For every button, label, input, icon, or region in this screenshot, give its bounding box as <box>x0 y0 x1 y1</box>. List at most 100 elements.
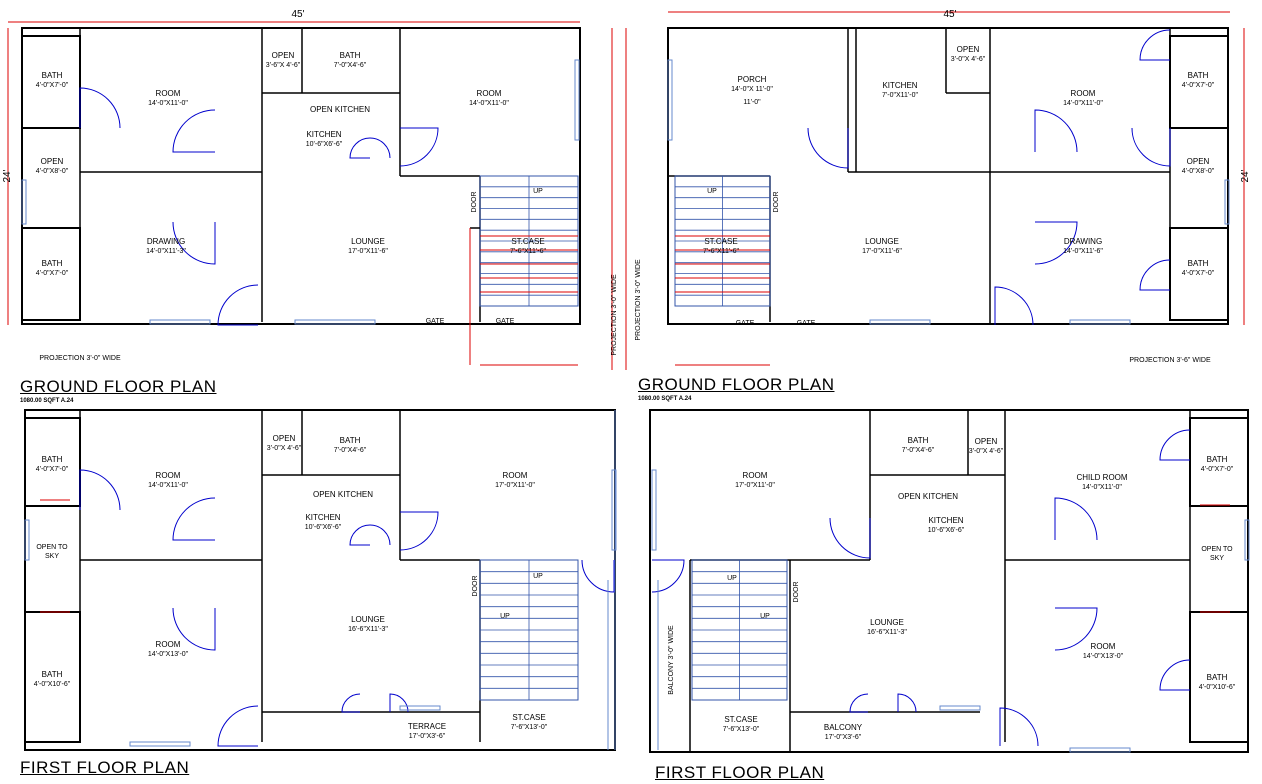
room-p4-bath2-dim: 4'-0"X7'-0" <box>1201 466 1234 473</box>
room-p3-lounge-name: LOUNGE <box>351 615 385 624</box>
window <box>1069 319 1131 325</box>
door-swing-icon <box>829 517 871 559</box>
room-p3-room3-dim: 14'-0"X13'-0" <box>148 651 189 658</box>
room-p1-open2-name: OPEN <box>41 157 64 166</box>
door-swing-icon <box>581 559 615 593</box>
room-p3-open-kitchen: OPEN KITCHEN <box>313 490 373 499</box>
room-p2-open-name: OPEN <box>957 45 980 54</box>
room-p4-open-kitchen: OPEN KITCHEN <box>898 492 958 501</box>
door-swing-icon <box>897 693 917 713</box>
door-swing-icon <box>172 109 216 153</box>
room-p2-lounge-dim: 17'-0"X11'-6" <box>862 248 902 255</box>
room-p4-open-dim: 3'-0"X 4'-6" <box>969 448 1004 455</box>
room-p4-open-sky2: SKY <box>1210 555 1224 562</box>
door-swing-icon <box>807 127 849 169</box>
gate-label: GATE <box>736 320 755 327</box>
stair-up-label: UP <box>760 613 770 620</box>
plan-area-ground-1: 1080.00 SQFT A.24 <box>20 398 74 404</box>
room-p3-bath1-name: BATH <box>42 455 63 464</box>
room-p4-stcase-name: ST.CASE <box>724 715 757 724</box>
window <box>574 59 580 141</box>
door-swing-icon <box>341 693 361 713</box>
room-p2-porch-dim2: 11'-0" <box>743 99 761 106</box>
room-p4-kitchen-dim: 10'-6"X6'-6" <box>928 527 965 534</box>
dimension-width-label: 45' <box>943 9 956 20</box>
room-p1-drawing-name: DRAWING <box>147 237 185 246</box>
room-p3-bath2-name: BATH <box>340 436 361 445</box>
door-label: DOOR <box>472 576 479 597</box>
door-swing-icon <box>217 284 259 326</box>
room-p2-drawing-dim: 14'-0"X11'-6" <box>1063 248 1103 255</box>
room-p4-lounge-dim: 16'-6"X11'-3" <box>867 629 907 636</box>
room-p2-kitchen-dim: 7'-0"X11'-0" <box>882 92 918 99</box>
room-p4-room1-dim: 17'-0"X11'-0" <box>735 482 775 489</box>
room-p4-open-sky: OPEN TO <box>1201 546 1233 553</box>
dimension-height-label: 24' <box>1240 169 1251 182</box>
door-swing-icon <box>1054 497 1098 541</box>
room-p1-bath1-dim: 4'-0"X7'-0" <box>36 82 69 89</box>
door-swing-icon <box>79 87 121 129</box>
window <box>149 319 211 325</box>
room-p4-room2-name: ROOM <box>1091 642 1116 651</box>
room-p3-open-dim: 3'-0"X 4'-6" <box>267 445 302 452</box>
door-swing-icon <box>849 693 869 713</box>
room-p1-open2-dim: 4'-0"X8'-0" <box>36 168 69 175</box>
room-p3-terrace-name: TERRACE <box>408 722 446 731</box>
room-p1-stcase-name: ST.CASE <box>511 237 544 246</box>
room-p1-lounge-name: LOUNGE <box>351 237 385 246</box>
room-p4-open-name: OPEN <box>975 437 998 446</box>
room-p2-open2-name: OPEN <box>1187 157 1210 166</box>
room-p3-open-sky: OPEN TO <box>36 544 68 551</box>
room-p4-bath2-name: BATH <box>1207 455 1228 464</box>
stair-up-label: UP <box>707 188 717 195</box>
room-p2-stcase-name: ST.CASE <box>704 237 737 246</box>
room-p2-porch-dim: 14'-0"X 11'-0" <box>731 86 773 93</box>
window <box>24 519 30 561</box>
balcony-side-label: BALCONY 3'-0" WIDE <box>668 625 675 695</box>
room-p1-open-name: OPEN <box>272 51 295 60</box>
room-p3-room3-name: ROOM <box>156 640 181 649</box>
window <box>1244 519 1250 561</box>
room-p3-open-name: OPEN <box>273 434 296 443</box>
room-p2-room-name: ROOM <box>1071 89 1096 98</box>
room-p2-open2-dim: 4'-0"X8'-0" <box>1182 168 1215 175</box>
door-swing-icon <box>1139 259 1171 291</box>
room-p3-open-sky2: SKY <box>45 553 59 560</box>
door-swing-icon <box>1159 429 1191 461</box>
door-swing-icon <box>1131 127 1171 167</box>
room-p3-room2-dim: 17'-0"X11'-0" <box>495 482 535 489</box>
room-p2-bath2-name: BATH <box>1188 259 1209 268</box>
room-p1-kitchen-name: KITCHEN <box>306 130 341 139</box>
door-swing-icon <box>349 524 391 546</box>
room-p1-drawing-dim: 14'-0"X11'-3" <box>146 248 186 255</box>
window <box>1224 179 1230 225</box>
window <box>651 469 657 551</box>
window <box>667 59 673 141</box>
window <box>294 319 376 325</box>
room-p4-balcony-dim: 17'-0"X3'-6" <box>825 734 862 741</box>
room-p4-room1-name: ROOM <box>743 471 768 480</box>
door-label: DOOR <box>773 192 780 213</box>
side-projection-label: PROJECTION 3'-0" WIDE <box>611 274 618 356</box>
gate-label: GATE <box>496 318 515 325</box>
room-p1-lounge-dim: 17'-0"X11'-6" <box>348 248 388 255</box>
room-p1-bath3-name: BATH <box>42 259 63 268</box>
projection-label: PROJECTION 3'-6" WIDE <box>1129 357 1211 364</box>
room-p3-kitchen-name: KITCHEN <box>305 513 340 522</box>
room-p1-room2-dim: 14'-0"X11'-0" <box>469 100 509 107</box>
outer-wall <box>649 409 1249 753</box>
room-p1-stcase-dim: 7'-6"X11'-6" <box>510 248 546 255</box>
room-p4-stcase-dim: 7'-6"X13'-0" <box>723 726 760 733</box>
door-swing-icon <box>1034 109 1078 153</box>
room-p2-bath2-dim: 4'-0"X7'-0" <box>1182 270 1215 277</box>
room-p4-bath1-dim: 7'-0"X4'-6" <box>902 447 935 454</box>
plan-title-first-1: FIRST FLOOR PLAN <box>20 758 190 777</box>
room-p2-kitchen-name: KITCHEN <box>882 81 917 90</box>
door-swing-icon <box>1034 221 1078 265</box>
room-p3-kitchen-dim: 10'-6"X6'-6" <box>305 524 342 531</box>
window <box>869 319 931 325</box>
projection-label: PROJECTION 3'-0" WIDE <box>39 355 121 362</box>
plan-title-first-2: FIRST FLOOR PLAN <box>655 763 825 782</box>
room-p4-balcony-name: BALCONY <box>824 723 863 732</box>
